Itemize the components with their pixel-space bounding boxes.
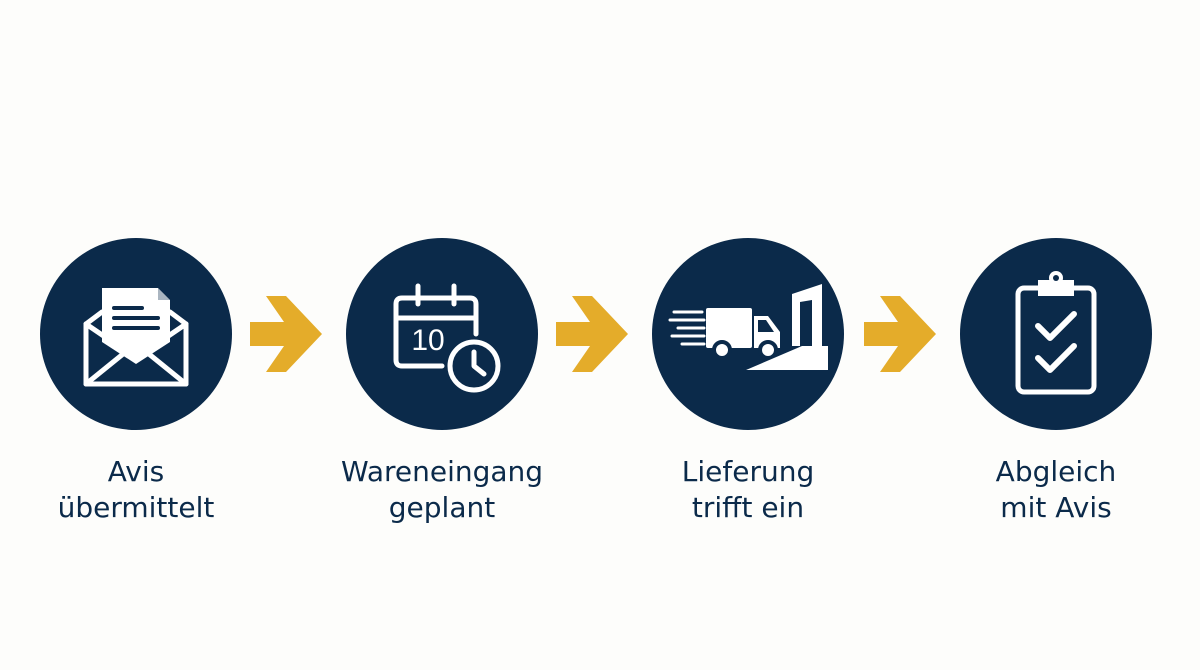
- checklist-clipboard-icon: [1015, 271, 1097, 395]
- step-label: Abgleich mit Avis: [936, 454, 1176, 526]
- step-label: Avis übermittelt: [16, 454, 256, 526]
- step-circle: 10: [346, 238, 538, 430]
- step-avis-uebermittelt: Avis übermittelt: [16, 238, 256, 538]
- step-label-line-2: mit Avis: [1000, 491, 1112, 524]
- step-label-line-2: übermittelt: [57, 491, 215, 524]
- step-label-line-2: geplant: [388, 491, 496, 524]
- arrow-right-icon: [242, 286, 332, 382]
- step-label-line-1: Avis: [107, 455, 165, 488]
- step-label: Wareneingang geplant: [322, 454, 562, 526]
- step-wareneingang-geplant: 10 Wareneingang geplant: [322, 238, 562, 538]
- arrow-right-icon: [548, 286, 638, 382]
- step-lieferung-trifft-ein: Lieferung trifft ein: [628, 238, 868, 538]
- step-circle: [40, 238, 232, 430]
- envelope-document-icon: [83, 288, 189, 387]
- delivery-truck-dock-icon: [668, 284, 828, 370]
- step-label-line-1: Abgleich: [995, 455, 1117, 488]
- step-label-line-1: Lieferung: [681, 455, 815, 488]
- step-circle: [960, 238, 1152, 430]
- step-label: Lieferung trifft ein: [628, 454, 868, 526]
- step-abgleich-mit-avis: Abgleich mit Avis: [936, 238, 1176, 538]
- calendar-clock-icon: 10: [393, 283, 501, 393]
- calendar-day: 10: [411, 324, 444, 357]
- step-label-line-2: trifft ein: [691, 491, 805, 524]
- step-label-line-1: Wareneingang: [340, 455, 544, 488]
- step-circle: [652, 238, 844, 430]
- arrow-right-icon: [856, 286, 946, 382]
